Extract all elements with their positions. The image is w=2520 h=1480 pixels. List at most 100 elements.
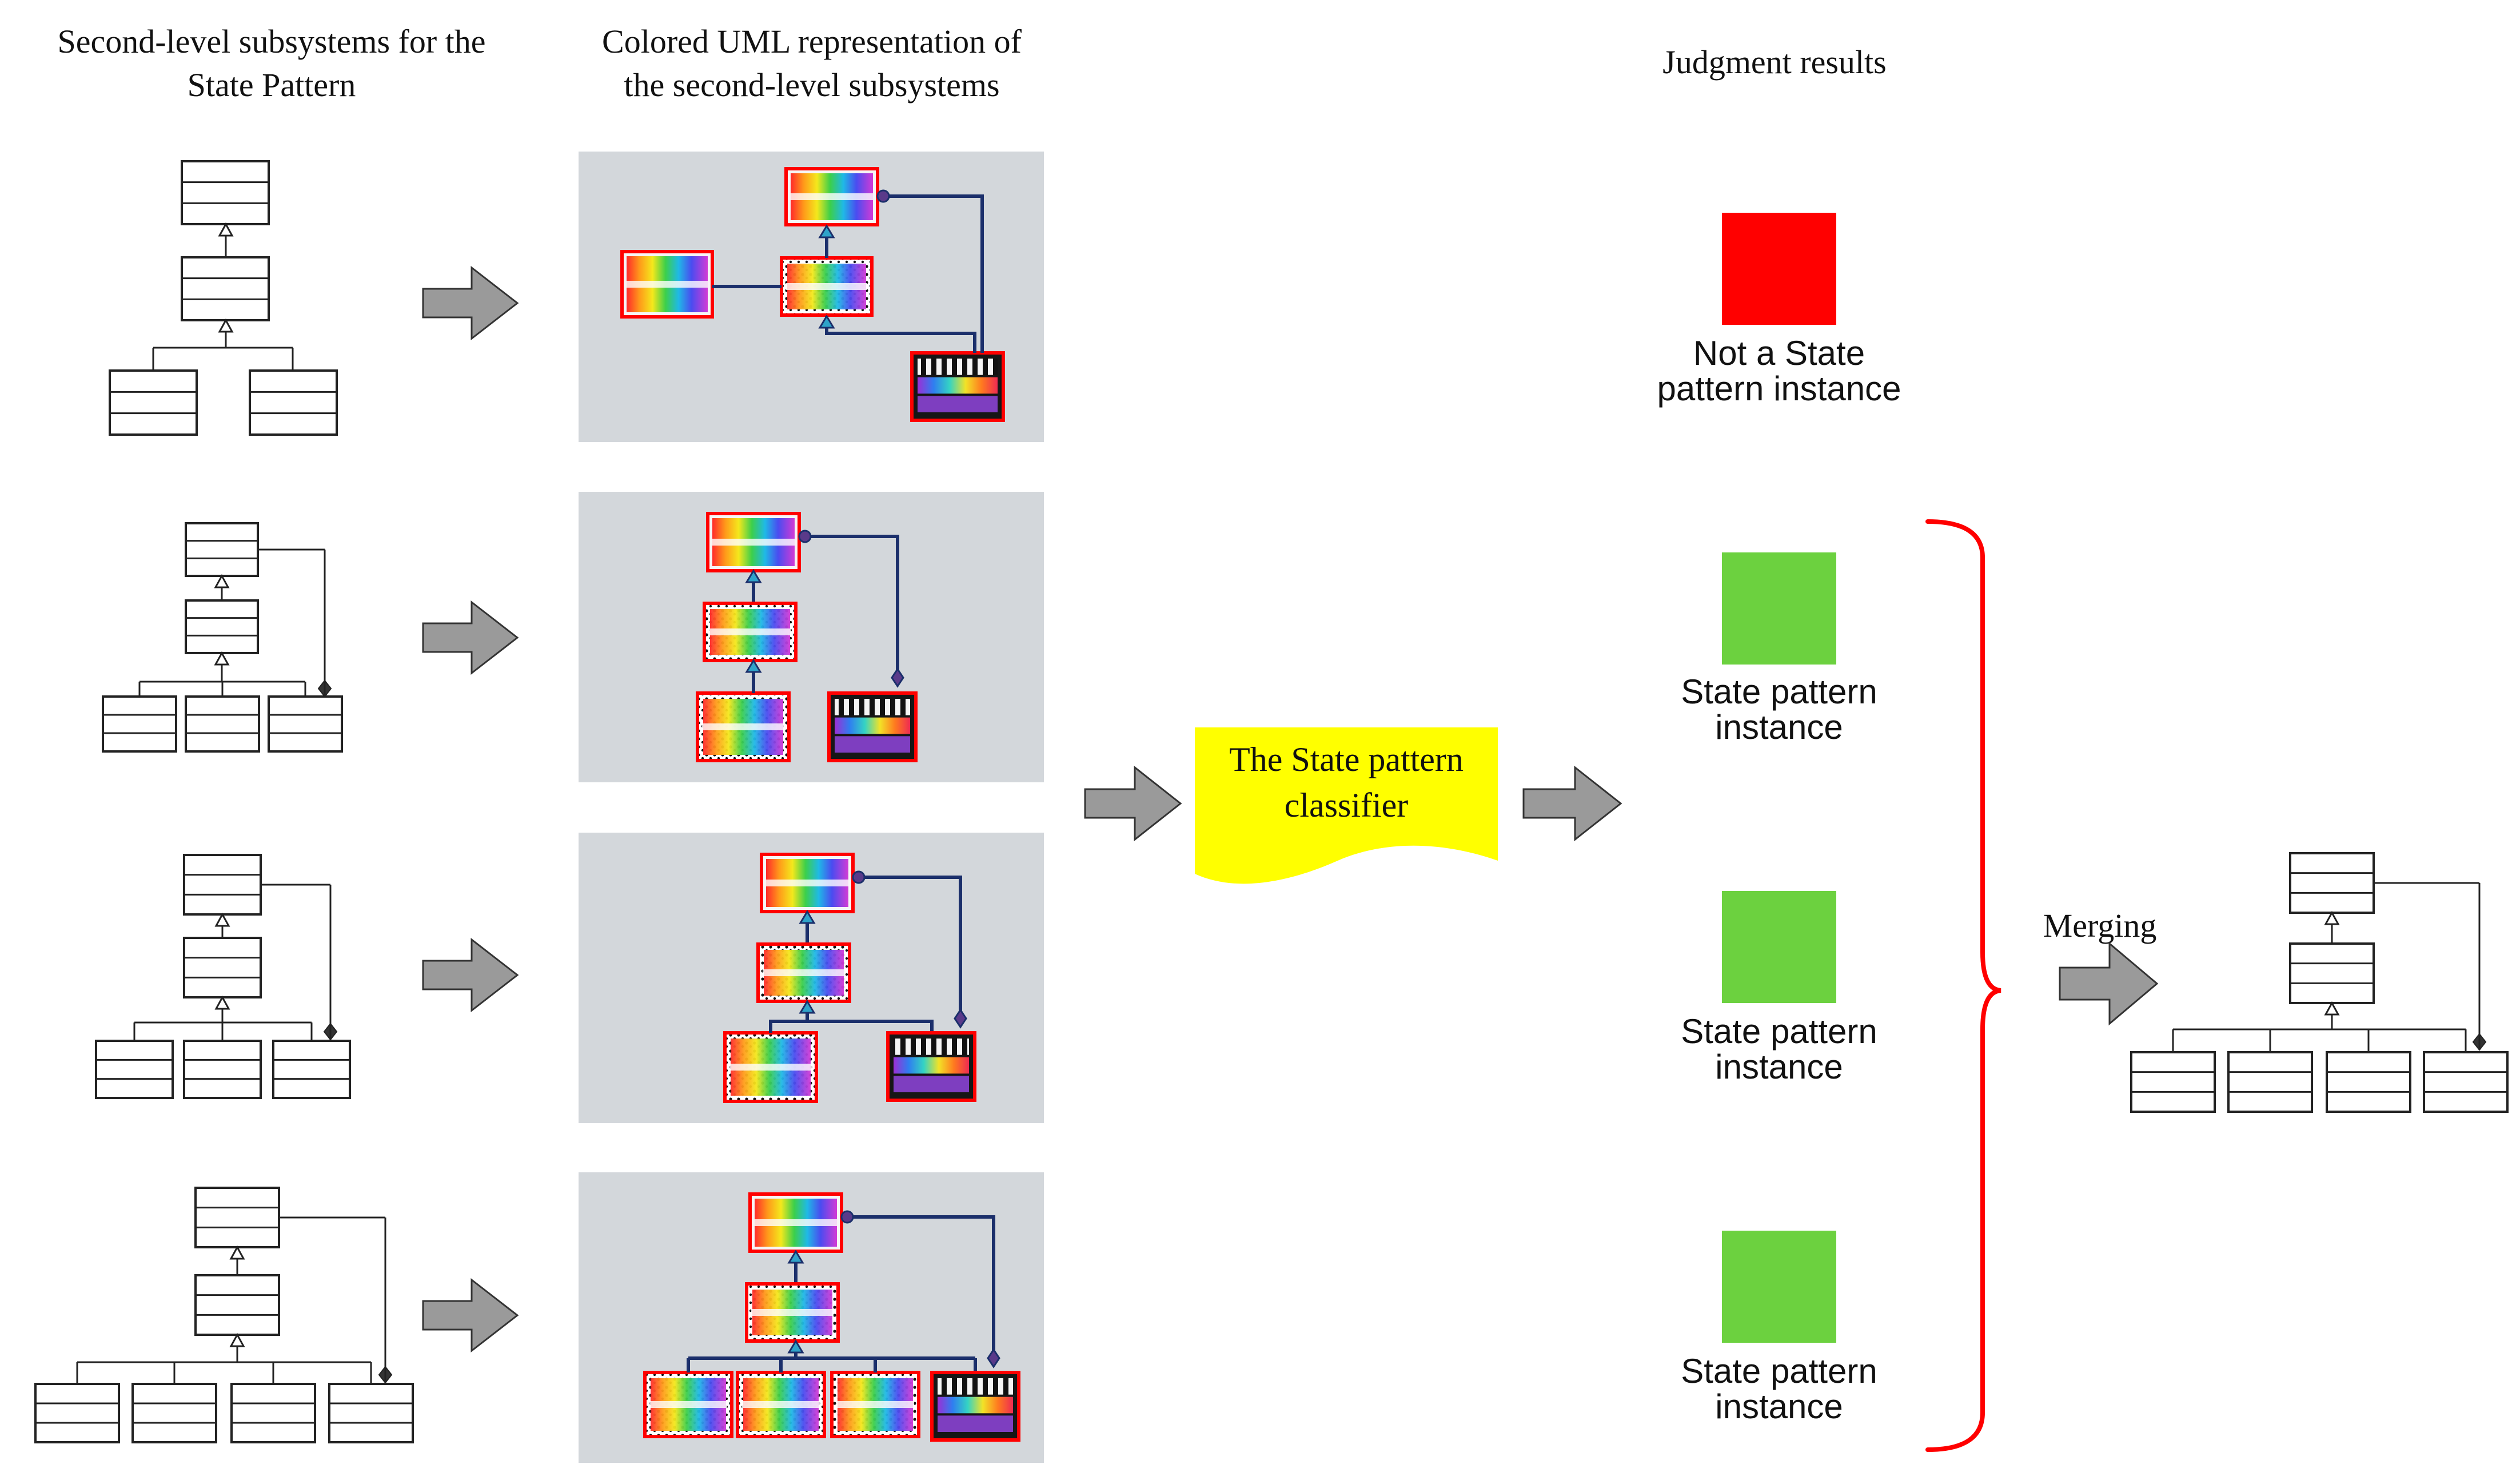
uml-class-icon bbox=[183, 854, 262, 916]
uml-class-icon bbox=[2289, 942, 2375, 1004]
classifier-document-shape bbox=[1195, 727, 1498, 884]
uml-class-icon bbox=[249, 369, 338, 436]
generalization-arrow-icon bbox=[2324, 1001, 2340, 1016]
uml-class-icon bbox=[181, 256, 270, 321]
row-arrows bbox=[422, 265, 519, 1353]
generalization-arrow-icon bbox=[214, 651, 230, 666]
result-square-state bbox=[1722, 1231, 1836, 1343]
uml-class-icon bbox=[230, 1383, 316, 1443]
uml-class-icon bbox=[109, 369, 198, 436]
arrow-right-icon bbox=[2059, 941, 2159, 1026]
classifier-block: The State pattern classifier bbox=[1195, 727, 1498, 884]
uml-class-icon bbox=[185, 522, 259, 577]
result-square-state bbox=[1722, 891, 1836, 1003]
uml-class-icon bbox=[194, 1187, 280, 1248]
panel-background bbox=[579, 492, 1044, 782]
result-label-line2: pattern instance bbox=[1657, 369, 1901, 408]
generalization-arrow-icon bbox=[229, 1245, 245, 1260]
result-label-line1: State pattern bbox=[1681, 673, 1877, 711]
uml-class-icon bbox=[183, 937, 262, 998]
uml-class-icon bbox=[2227, 1051, 2313, 1113]
association-end-icon bbox=[840, 1210, 854, 1224]
uml-class-icon bbox=[272, 1040, 351, 1099]
colored-uml-class bbox=[745, 1282, 840, 1343]
arrow-right-icon bbox=[422, 265, 519, 341]
generalization-arrow-icon bbox=[229, 1332, 245, 1347]
colored-uml-class bbox=[760, 853, 855, 913]
arrow-out-of-classifier bbox=[1522, 765, 1622, 842]
uml-class-icon bbox=[2326, 1051, 2411, 1113]
uml-class-icon bbox=[2423, 1051, 2509, 1113]
uml-class-icon bbox=[185, 599, 259, 654]
composition-diamond-icon bbox=[954, 1008, 967, 1029]
colored-uml-panel-3 bbox=[579, 833, 1044, 1123]
association-end-icon bbox=[876, 189, 890, 203]
header-colored-uml-line2: the second-level subsystems bbox=[624, 66, 999, 104]
generalization-arrow-icon bbox=[218, 318, 234, 333]
uml-subsystem-row-3 bbox=[95, 854, 351, 1099]
merging-label: Merging bbox=[2043, 907, 2157, 944]
judgment-result-2: State pattern instance bbox=[1681, 552, 1877, 746]
header-subsystems-line1: Second-level subsystems for the bbox=[57, 23, 485, 60]
uml-class-icon bbox=[34, 1383, 120, 1443]
result-label-line2: instance bbox=[1715, 1048, 1843, 1086]
result-label-line2: instance bbox=[1715, 708, 1843, 746]
colored-uml-class bbox=[696, 691, 791, 762]
result-label-line1: Not a State bbox=[1693, 334, 1865, 372]
colored-uml-class bbox=[910, 351, 1005, 422]
colored-uml-panel-4 bbox=[579, 1172, 1044, 1463]
result-square-state bbox=[1722, 552, 1836, 665]
colored-uml-class bbox=[756, 942, 851, 1003]
result-label-line2: instance bbox=[1715, 1387, 1843, 1426]
header-judgment-results: Judgment results bbox=[1662, 43, 1886, 81]
colored-uml-class bbox=[930, 1371, 1020, 1442]
colored-uml-class bbox=[703, 602, 798, 662]
arrow-right-icon bbox=[422, 937, 519, 1013]
generalization-arrow-icon bbox=[214, 995, 230, 1010]
uml-class-icon bbox=[95, 1040, 174, 1099]
colored-uml-class bbox=[736, 1371, 826, 1438]
association-end-icon bbox=[852, 870, 866, 884]
uml-subsystem-row-2 bbox=[102, 522, 343, 753]
association-end-icon bbox=[798, 530, 812, 543]
result-label-line1: State pattern bbox=[1681, 1352, 1877, 1390]
colored-uml-class bbox=[784, 167, 879, 226]
judgment-result-3: State pattern instance bbox=[1681, 891, 1877, 1086]
generalization-arrow-icon bbox=[218, 222, 234, 237]
classifier-label-line2: classifier bbox=[1285, 786, 1409, 824]
arrow-right-icon bbox=[1522, 765, 1622, 842]
colored-uml-panel-2 bbox=[579, 492, 1044, 782]
colored-uml-class bbox=[830, 1371, 920, 1438]
uml-class-icon bbox=[131, 1383, 217, 1443]
judgment-result-4: State pattern instance bbox=[1681, 1231, 1877, 1426]
judgment-result-1: Not a State pattern instance bbox=[1657, 213, 1901, 408]
classifier-label-line1: The State pattern bbox=[1229, 741, 1464, 778]
arrow-right-icon bbox=[422, 600, 519, 675]
composition-diamond-icon bbox=[891, 667, 904, 688]
colored-uml-class bbox=[780, 256, 874, 317]
colored-uml-class bbox=[886, 1031, 976, 1102]
uml-class-icon bbox=[185, 695, 260, 753]
uml-class-icon bbox=[2130, 1051, 2216, 1113]
arrow-right-icon bbox=[422, 1278, 519, 1353]
colored-uml-class bbox=[643, 1371, 733, 1438]
header-colored-uml-line1: Colored UML representation of bbox=[602, 23, 1022, 60]
colored-uml-class bbox=[748, 1192, 843, 1253]
colored-uml-class bbox=[827, 691, 918, 762]
generalization-arrow-icon bbox=[818, 315, 835, 329]
uml-class-icon bbox=[328, 1383, 414, 1443]
uml-class-icon bbox=[2289, 852, 2375, 914]
uml-subsystem-row-4 bbox=[34, 1187, 414, 1443]
merged-uml-diagram bbox=[2130, 852, 2509, 1113]
colored-uml-class bbox=[706, 512, 801, 572]
generalization-arrow-icon bbox=[2324, 910, 2340, 925]
uml-subsystem-diagrams bbox=[34, 160, 414, 1443]
colored-uml-class bbox=[620, 250, 714, 319]
arrow-right-icon bbox=[1084, 765, 1182, 842]
composition-diamond-icon bbox=[987, 1348, 1000, 1368]
arrow-into-classifier bbox=[1084, 765, 1182, 842]
uml-class-icon bbox=[181, 160, 270, 225]
uml-class-icon bbox=[102, 695, 177, 753]
result-label-line1: State pattern bbox=[1681, 1012, 1877, 1051]
colored-uml-panels bbox=[579, 152, 1044, 1463]
